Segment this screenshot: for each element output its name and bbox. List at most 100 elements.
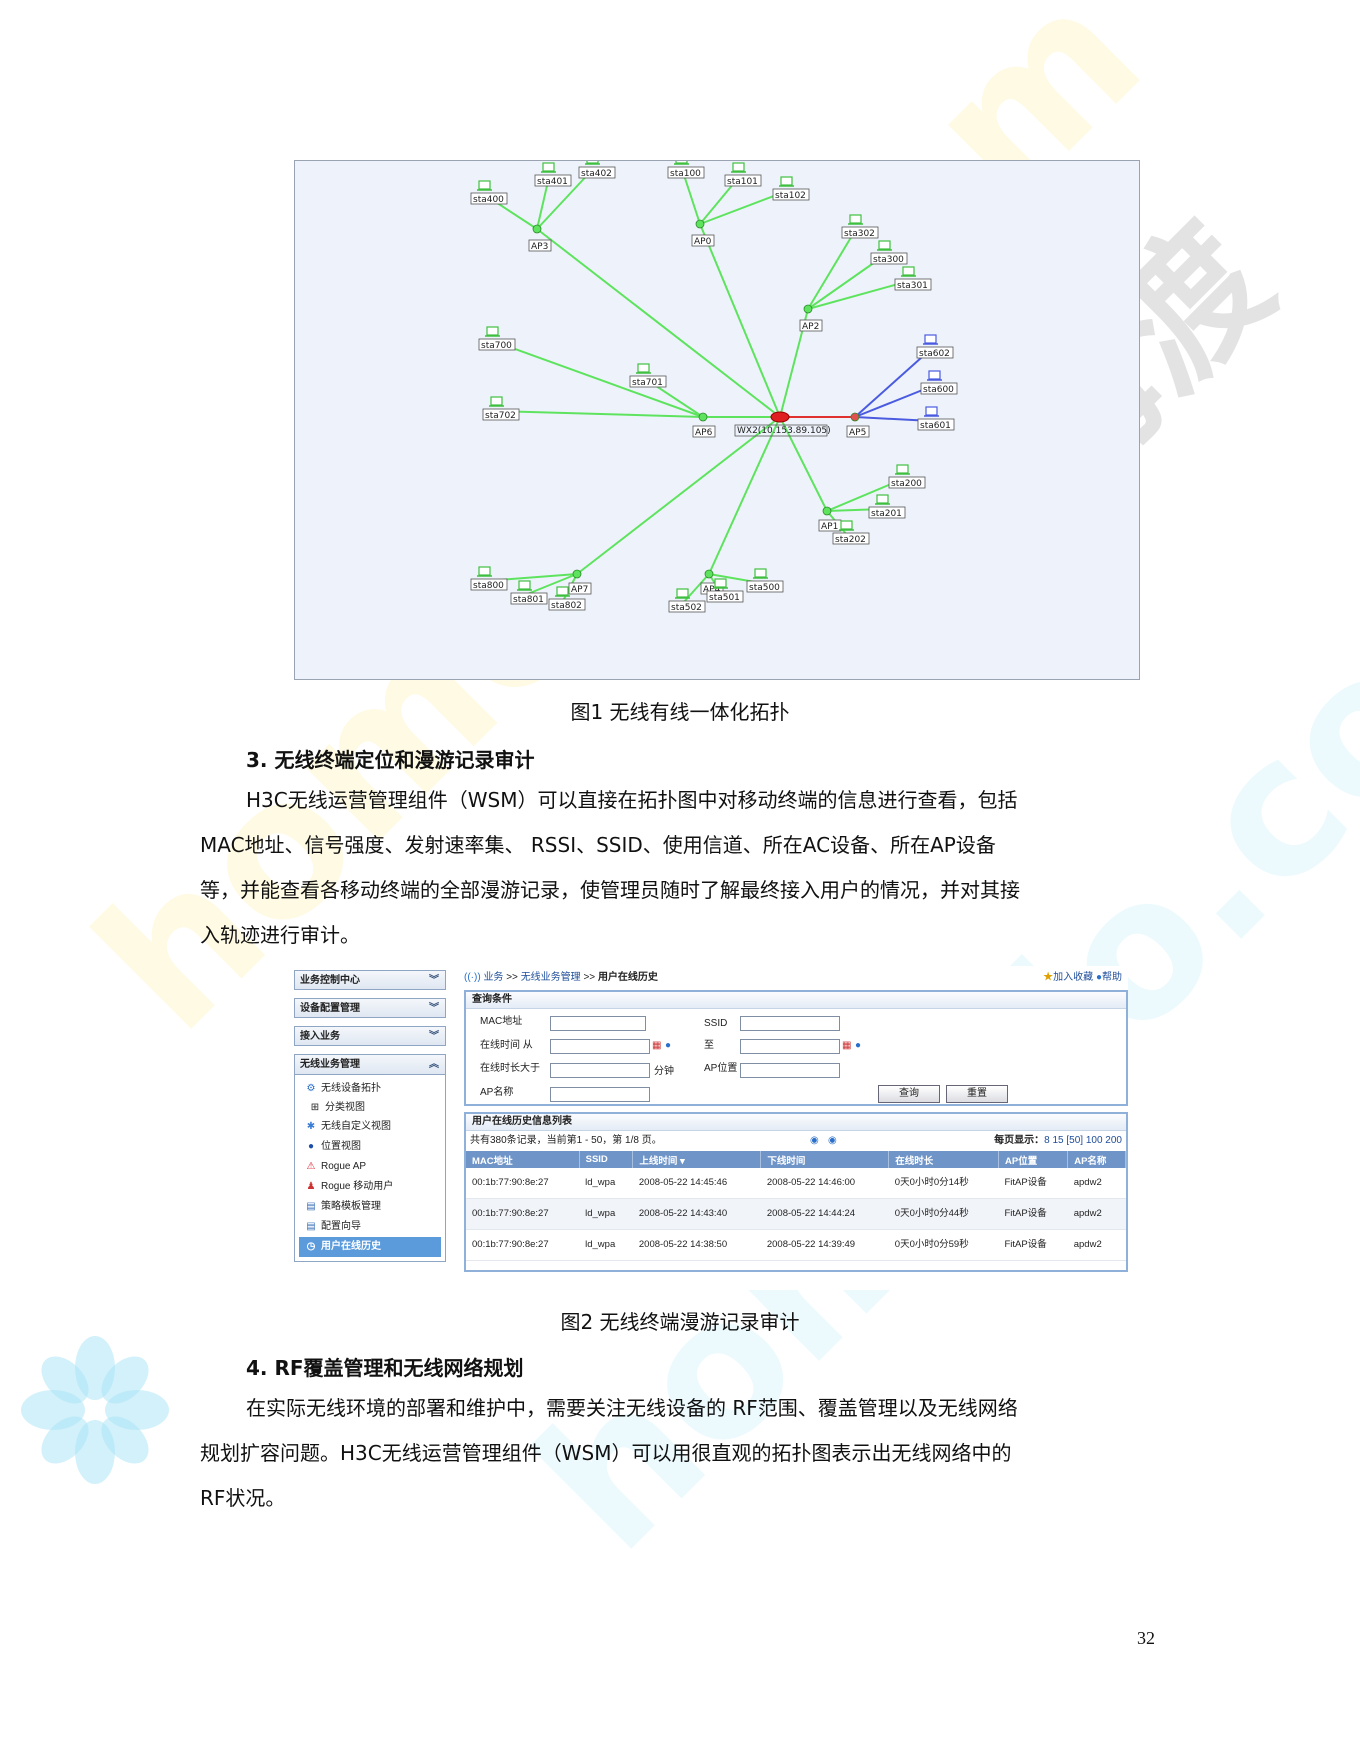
column-header[interactable]: 在线时长 <box>888 1151 999 1168</box>
sidebar-item-category-view[interactable]: ⊞分类视图 <box>295 1099 445 1117</box>
station-label-box <box>917 418 955 431</box>
table-cell: apdw2 <box>1067 1229 1126 1261</box>
online-history-screenshot: 业务控制中心 ︾ 设备配置管理 ︾ 接入业务 ︾ 无线业务管理 ︽ ⚙无线设备拓… <box>294 966 1128 1290</box>
sidebar-head-label: 设备配置管理 <box>300 1003 360 1014</box>
station-label-box <box>772 188 810 201</box>
ap-name-input[interactable] <box>550 1087 650 1102</box>
ap-link-line <box>708 416 781 575</box>
history-list-panel: 用户在线历史信息列表 共有380条记录，当前第1 - 50，第 1/8 页。 ◉… <box>464 1112 1128 1272</box>
pager-next-icon[interactable]: ◉ <box>810 1135 819 1146</box>
pager-last-icon[interactable]: ◉ <box>828 1135 837 1146</box>
laptop-icon <box>486 326 499 336</box>
column-header[interactable]: 下线时间 <box>760 1151 890 1168</box>
station-label-box <box>482 408 520 421</box>
laptop-icon <box>478 566 491 576</box>
duration-input[interactable] <box>550 1063 650 1078</box>
ap-label-box <box>799 319 823 332</box>
station-label-box <box>548 598 586 611</box>
station-link-line <box>536 168 594 230</box>
station-label-box <box>868 506 906 519</box>
location-icon: ● <box>307 1141 315 1152</box>
ap-position-input[interactable] <box>740 1063 840 1078</box>
sidebar-item-online-history[interactable]: ◷用户在线历史 <box>299 1237 441 1257</box>
sidebar-item-rogue-user[interactable]: ♟Rogue 移动用户 <box>295 1177 445 1197</box>
station-label: sta401 <box>537 177 568 187</box>
table-row[interactable]: 00:1b:77:90:8e:27 ld_wpa 2008-05-22 14:3… <box>466 1229 1126 1261</box>
station-link-line <box>807 228 857 310</box>
calendar-icon[interactable]: ▦ <box>652 1040 662 1051</box>
ap-link-line <box>699 223 781 418</box>
paragraph-line: 在实际无线环境的部署和维护中，需要关注无线设备的 RF范围、覆盖管理以及无线网络 <box>246 1396 1018 1420</box>
sidebar-head-access[interactable]: 接入业务 ︾ <box>294 1026 446 1046</box>
sidebar-item-topology[interactable]: ⚙无线设备拓扑 <box>295 1079 445 1099</box>
table-row[interactable]: 00:1b:77:90:8e:27 ld_wpa 2008-05-22 14:4… <box>466 1168 1126 1199</box>
duration-label: 在线时长大于 <box>480 1063 540 1074</box>
station-link-line <box>496 410 704 418</box>
station-label: sta601 <box>920 421 951 431</box>
table-cell: 2008-05-22 14:43:40 <box>632 1198 761 1230</box>
column-header[interactable]: AP名称 <box>1067 1151 1126 1168</box>
sidebar-head-business-control[interactable]: 业务控制中心 ︾ <box>294 970 446 990</box>
sidebar-head-device-config[interactable]: 设备配置管理 ︾ <box>294 998 446 1018</box>
sidebar-item-label: Rogue 移动用户 <box>321 1181 394 1192</box>
station-label: sta102 <box>775 191 806 201</box>
table-cell: 00:1b:77:90:8e:27 <box>466 1198 580 1230</box>
column-header[interactable]: 上线时间 ▾ <box>632 1151 762 1168</box>
watermark-flower <box>21 1336 169 1484</box>
table-cell: 2008-05-22 14:38:50 <box>632 1229 761 1261</box>
sidebar-item-label: 无线自定义视图 <box>321 1121 391 1132</box>
breadcrumb: ((·)) 业务 >> 无线业务管理 >> 用户在线历史 ★加入收藏 ●帮助 <box>464 966 1128 990</box>
station-label-box <box>724 174 762 187</box>
mac-input[interactable] <box>550 1016 646 1031</box>
ssid-input[interactable] <box>740 1016 840 1031</box>
reset-button[interactable]: 重置 <box>946 1085 1008 1103</box>
ap-label-box <box>568 582 592 595</box>
history-icon: ◷ <box>306 1241 316 1252</box>
sidebar-item-location-view[interactable]: ●位置视图 <box>295 1137 445 1157</box>
end-time-input[interactable] <box>740 1039 840 1054</box>
laptop-icon <box>675 161 688 164</box>
table-cell: 2008-05-22 14:45:46 <box>632 1168 761 1199</box>
laptop-icon <box>924 334 937 344</box>
sidebar-head-label: 接入业务 <box>300 1031 340 1042</box>
section4-paragraph: 在实际无线环境的部署和维护中，需要关注无线设备的 RF范围、覆盖管理以及无线网络… <box>200 1386 1146 1521</box>
help-icon[interactable]: ● <box>665 1040 672 1051</box>
figure2-caption: 图2 无线终端漫游记录审计 <box>560 1310 800 1334</box>
station-label-box <box>916 346 954 359</box>
sidebar-head-wireless[interactable]: 无线业务管理 ︽ <box>295 1055 445 1075</box>
per-page-options[interactable]: 8 15 [50] 100 200 <box>1044 1135 1122 1146</box>
list-toolbar: 共有380条记录，当前第1 - 50，第 1/8 页。 ◉ ◉ 每页显示：8 1… <box>466 1131 1126 1151</box>
ssid-label: SSID <box>704 1018 728 1029</box>
table-cell: ld_wpa <box>579 1198 633 1230</box>
figure1-caption: 图1 无线有线一体化拓扑 <box>570 700 790 724</box>
laptop-icon <box>840 520 853 530</box>
query-button[interactable]: 查询 <box>878 1085 940 1103</box>
laptop-icon <box>754 568 767 578</box>
sidebar-item-rogue-ap[interactable]: ⚠Rogue AP <box>295 1157 445 1177</box>
laptop-icon <box>542 162 555 172</box>
sidebar-item-custom-view[interactable]: ✱无线自定义视图 <box>295 1117 445 1137</box>
column-header[interactable]: MAC地址 <box>466 1151 580 1168</box>
page-number: 32 <box>1137 1628 1155 1648</box>
sidebar-item-policy-template[interactable]: ▤策略模板管理 <box>295 1197 445 1217</box>
laptop-icon <box>925 406 938 416</box>
help-link[interactable]: 帮助 <box>1102 972 1122 983</box>
table-row[interactable]: 00:1b:77:90:8e:27 ld_wpa 2008-05-22 14:4… <box>466 1198 1126 1230</box>
history-table: MAC地址 SSID 上线时间 ▾ 下线时间 在线时长 AP位置 AP名称 00… <box>466 1151 1126 1261</box>
column-header[interactable]: SSID <box>579 1151 634 1168</box>
breadcrumb-link-wireless[interactable]: 无线业务管理 <box>520 972 581 983</box>
help-icon[interactable]: ● <box>855 1040 862 1051</box>
station-label: sta402 <box>581 169 612 179</box>
calendar-icon[interactable]: ▦ <box>842 1040 852 1051</box>
main-area: ((·)) 业务 >> 无线业务管理 >> 用户在线历史 ★加入收藏 ●帮助 查… <box>464 966 1128 1290</box>
router-icon <box>770 411 790 423</box>
paragraph-line: RF状况。 <box>200 1486 286 1510</box>
station-label: sta800 <box>473 581 504 591</box>
start-time-input[interactable] <box>550 1039 650 1054</box>
laptop-icon <box>490 396 503 406</box>
add-favorite-link[interactable]: 加入收藏 <box>1053 972 1094 983</box>
breadcrumb-link-business[interactable]: 业务 <box>483 972 504 983</box>
column-header[interactable]: AP位置 <box>998 1151 1069 1168</box>
sidebar-item-config-wizard[interactable]: ▤配置向导 <box>295 1217 445 1237</box>
minute-unit: 分钟 <box>654 1066 674 1077</box>
